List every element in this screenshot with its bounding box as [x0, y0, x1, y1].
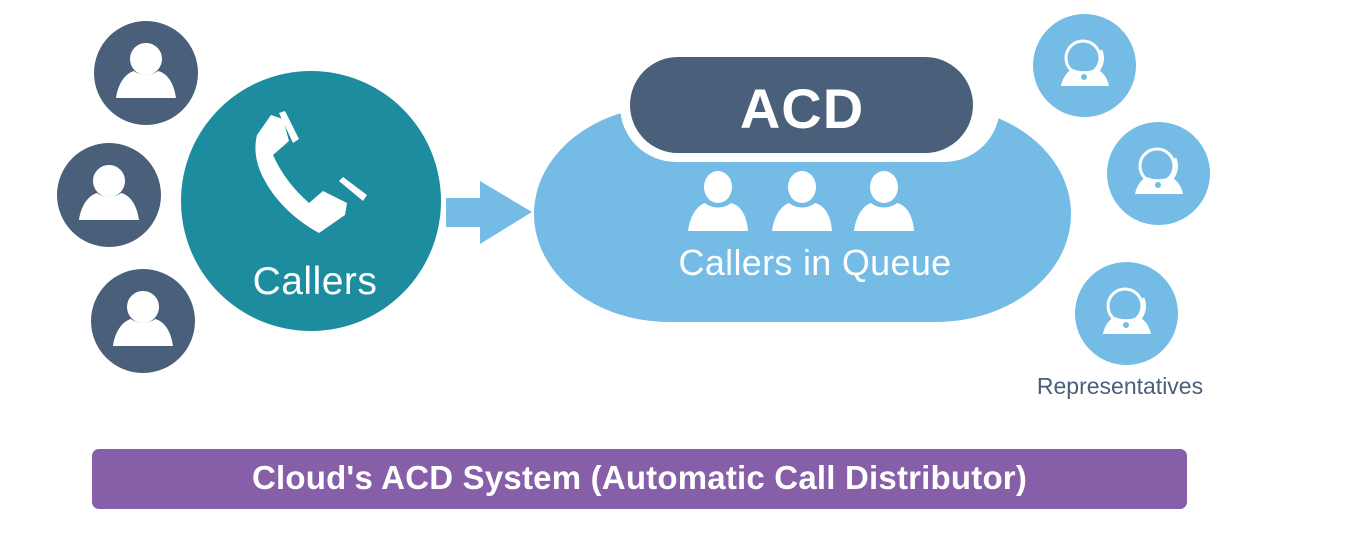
phone-icon	[255, 111, 367, 233]
callers-in-queue-label: Callers in Queue	[678, 242, 952, 283]
system-title-text: Cloud's ACD System (Automatic Call Distr…	[251, 459, 1028, 496]
arrow-right-icon	[446, 181, 532, 244]
acd-title: ACD	[739, 77, 865, 140]
caller-person-1	[94, 21, 198, 125]
callers-label: Callers	[252, 260, 378, 303]
queue-person-1-icon	[688, 171, 748, 231]
headset-agent-icon	[1103, 287, 1151, 334]
callers-node: Callers	[181, 71, 441, 331]
caller-person-3	[91, 269, 195, 373]
person-icon	[113, 289, 173, 346]
representatives-label: Representatives	[1036, 373, 1204, 399]
acd-pill	[630, 57, 973, 153]
representative-2	[1107, 122, 1210, 225]
headset-agent-icon	[1061, 39, 1109, 86]
system-title-banner: Cloud's ACD System (Automatic Call Distr…	[92, 449, 1187, 509]
queue-person-2-icon	[772, 171, 832, 231]
representative-1	[1033, 14, 1136, 117]
headset-agent-icon	[1135, 147, 1183, 194]
person-icon	[116, 41, 176, 98]
queue-person-3-icon	[854, 171, 914, 231]
person-icon	[79, 163, 139, 220]
representative-3	[1075, 262, 1178, 365]
caller-person-2	[57, 143, 161, 247]
